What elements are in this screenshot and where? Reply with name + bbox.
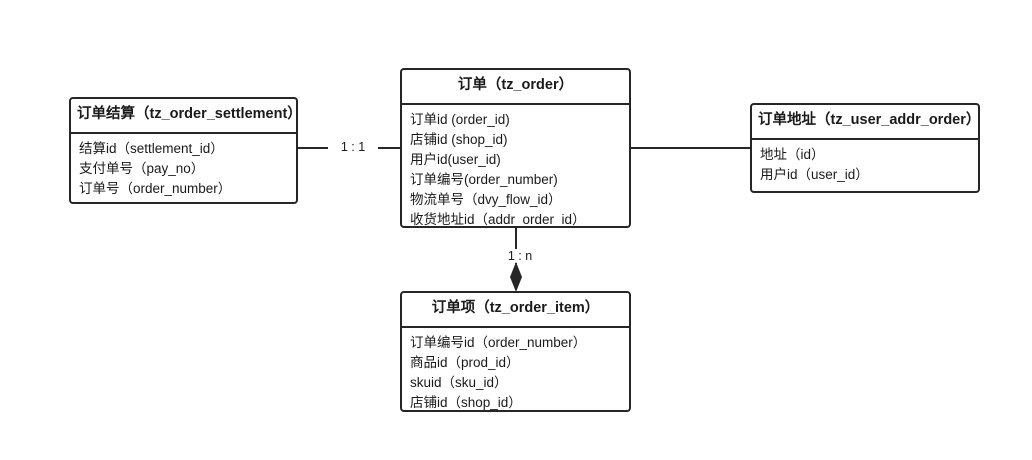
attribute-row: 收货地址id（addr_order_id）	[410, 211, 586, 227]
entity-title-order-item: 订单项（tz_order_item）	[402, 293, 629, 328]
entity-title-order-settlement: 订单结算（tz_order_settlement）	[71, 99, 296, 134]
attribute-row: skuid（sku_id）	[410, 374, 508, 390]
attribute-row: 订单id (order_id)	[410, 111, 510, 127]
attribute-row: 商品id（prod_id）	[410, 354, 520, 370]
cardinality-label-order-orderitem: 1 : n	[491, 249, 549, 263]
entity-attributes-order-item: 订单编号id（order_number） 商品id（prod_id） skuid…	[402, 328, 629, 410]
attribute-row: 支付单号（pay_no）	[79, 160, 205, 176]
entity-order-settlement[interactable]: 订单结算（tz_order_settlement） 结算id（settlemen…	[69, 97, 298, 204]
attribute-row: 结算id（settlement_id）	[79, 140, 224, 156]
entity-title-user-addr-order: 订单地址（tz_user_addr_order）	[752, 105, 978, 140]
attribute-row: 订单编号id（order_number）	[410, 334, 587, 350]
attribute-row: 订单编号(order_number)	[410, 171, 558, 187]
entity-order-item[interactable]: 订单项（tz_order_item） 订单编号id（order_number） …	[400, 291, 631, 412]
entity-attributes-user-addr-order: 地址（id） 用户id（user_id）	[752, 140, 978, 191]
entity-attributes-order: 订单id (order_id) 店铺id (shop_id) 用户id(user…	[402, 105, 629, 227]
entity-order[interactable]: 订单（tz_order） 订单id (order_id) 店铺id (shop_…	[400, 68, 631, 228]
entity-title-order: 订单（tz_order）	[402, 70, 629, 105]
cardinality-label-settlement-order: 1 : 1	[328, 140, 378, 154]
attribute-row: 用户id（user_id）	[760, 166, 869, 182]
attribute-row: 店铺id（shop_id）	[410, 394, 522, 410]
attribute-row: 店铺id (shop_id)	[410, 131, 508, 147]
attribute-row: 订单号（order_number）	[79, 180, 232, 196]
entity-user-addr-order[interactable]: 订单地址（tz_user_addr_order） 地址（id） 用户id（use…	[750, 103, 980, 193]
connector-order-orderitem	[515, 228, 517, 264]
attribute-row: 物流单号（dvy_flow_id）	[410, 191, 562, 207]
attribute-row: 用户id(user_id)	[410, 151, 501, 167]
entity-attributes-order-settlement: 结算id（settlement_id） 支付单号（pay_no） 订单号（ord…	[71, 134, 296, 202]
attribute-row: 地址（id）	[760, 146, 825, 162]
connector-order-address	[631, 147, 752, 149]
